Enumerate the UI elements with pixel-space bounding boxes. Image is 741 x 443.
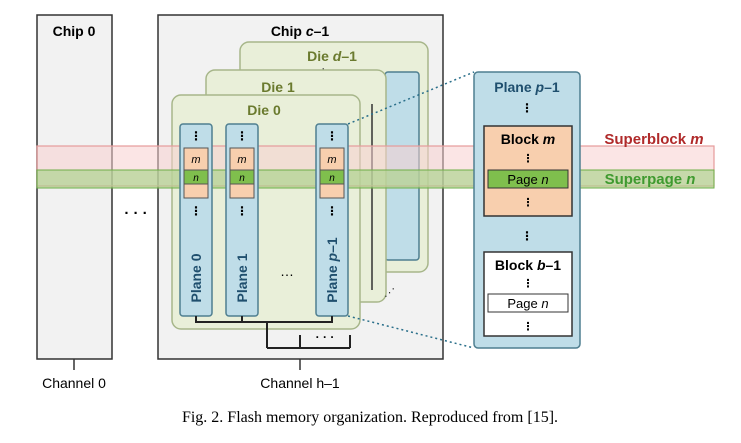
- superblock-label: Superblock m: [604, 131, 703, 148]
- svg-text:⋮: ⋮: [521, 229, 533, 243]
- die-d-label: Die d–1: [307, 48, 357, 64]
- block-m-label: Block m: [501, 131, 555, 147]
- plane-p-label: Plane p–1: [324, 237, 340, 303]
- svg-text:⋰: ⋰: [384, 287, 395, 299]
- svg-text:n: n: [329, 173, 335, 184]
- plane-0: ⋮ m n ⋮ Plane 0: [179, 123, 213, 317]
- block-b-label: Block b–1: [495, 257, 561, 273]
- plane-ellipsis: …: [280, 263, 294, 279]
- die-0-label: Die 0: [247, 102, 281, 118]
- channel-h-label: Channel h–1: [260, 375, 340, 391]
- chip-ellipsis: · · ·: [124, 205, 147, 222]
- chip-c-label: Chip c–1: [271, 23, 330, 39]
- page-n-box: [487, 293, 569, 313]
- page-n-label-2: Page n: [507, 296, 548, 311]
- page-n-label: Page n: [507, 172, 548, 187]
- plane-0-label: Plane 0: [188, 253, 204, 302]
- svg-text:m: m: [327, 154, 336, 166]
- svg-text:⋮: ⋮: [236, 204, 248, 218]
- svg-text:⋮: ⋮: [190, 129, 202, 143]
- svg-text:⋮: ⋮: [236, 129, 248, 143]
- svg-text:⋮: ⋮: [190, 204, 202, 218]
- svg-text:⋮: ⋮: [326, 129, 338, 143]
- svg-text:⋮: ⋮: [523, 321, 534, 333]
- channel-0-label: Channel 0: [42, 375, 106, 391]
- svg-text:m: m: [191, 154, 200, 166]
- svg-text:⋮: ⋮: [521, 101, 533, 115]
- svg-text:⋮: ⋮: [523, 153, 534, 165]
- plane-p: ⋮ m n ⋮ Plane p–1: [315, 123, 349, 317]
- superpage-label: Superpage n: [605, 171, 696, 188]
- figure-caption: Fig. 2. Flash memory organization. Repro…: [182, 409, 558, 426]
- svg-text:⋮: ⋮: [523, 197, 534, 209]
- bus-ellipsis: · · ·: [316, 330, 335, 344]
- plane-1: ⋮ m n ⋮ Plane 1: [225, 123, 259, 317]
- page-n-highlight: [487, 169, 569, 189]
- plane-1-label: Plane 1: [234, 253, 250, 302]
- svg-text:n: n: [193, 173, 199, 184]
- plane-detail-label: Plane p–1: [494, 79, 560, 95]
- svg-text:m: m: [237, 154, 246, 166]
- die-1-label: Die 1: [261, 79, 295, 95]
- svg-text:n: n: [239, 173, 245, 184]
- chip-0-label: Chip 0: [53, 23, 96, 39]
- svg-text:⋮: ⋮: [326, 204, 338, 218]
- svg-text:⋮: ⋮: [523, 278, 534, 290]
